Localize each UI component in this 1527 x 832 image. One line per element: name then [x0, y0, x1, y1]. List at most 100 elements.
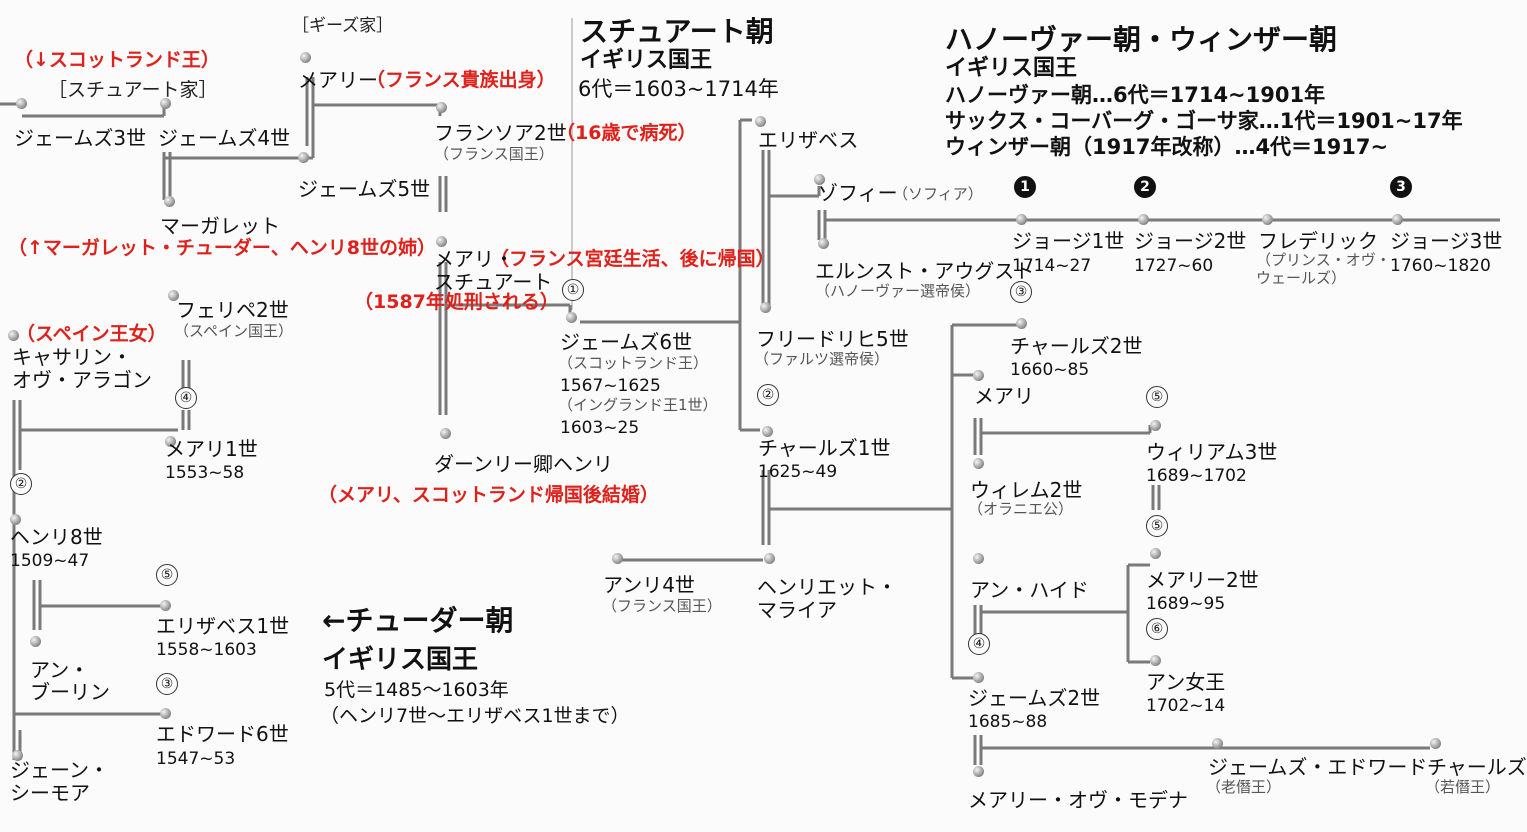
marker-5-elizabeth1: ⑤ [156, 564, 178, 586]
person-james2: ジェームズ2世 [968, 686, 1101, 710]
marker-2-charles1: ② [757, 384, 779, 406]
person-george1-years: 1714~27 [1012, 256, 1092, 276]
person-elizabeth1: エリザベス1世 [156, 614, 290, 638]
node-catherine [8, 330, 19, 341]
note-scot-king: （↓スコットランド王） [14, 49, 220, 71]
person-frederick-w-title1: （プリンス・オヴ・ [1256, 251, 1391, 269]
person-charles2: チャールズ2世 [1010, 334, 1143, 358]
person-henry4-title: （フランス国王） [602, 597, 722, 615]
node-margaret [164, 196, 175, 207]
marker-2-henry8: ② [10, 473, 32, 495]
hanover-dynasty-sub: イギリス国王 [945, 56, 1078, 81]
person-darnley: ダーンリー卿ヘンリ [434, 452, 613, 476]
person-anne-hyde: アン・ハイド [970, 578, 1089, 602]
person-willem2: ウィレム2世 [970, 478, 1083, 502]
stuart-dynasty-title: スチュアート朝 [580, 15, 774, 48]
note-marriage: （メアリ、スコットランド帰国後結婚） [318, 484, 659, 506]
marker-black-3: 3 [1390, 176, 1412, 198]
person-mary-o: メアリ [974, 384, 1034, 408]
hanover-dynasty-title: ハノーヴァー朝・ウィンザー朝 [945, 23, 1338, 56]
hanover-line-1: ハノーヴァー朝…6代＝1714~1901年 [945, 83, 1326, 107]
marker-3-edward6: ③ [156, 673, 178, 695]
person-george2: ジョージ2世 [1134, 229, 1247, 253]
person-james6-title2: （イングランド王1世） [558, 396, 718, 414]
person-philip2: フェリペ2世 [176, 298, 289, 322]
node-anne-hyde [973, 553, 984, 564]
node-james2 [973, 672, 984, 683]
person-anne-boleyn-1: アン・ [30, 658, 90, 682]
marker-6-queen-anne: ⑥ [1146, 618, 1168, 640]
person-george3-years: 1760~1820 [1390, 256, 1491, 276]
note-mary-stuart: （フランス宮廷生活、後に帰国） [490, 248, 775, 270]
tudor-dynasty-note: （ヘンリ7世～エリザベス1世まで） [320, 705, 630, 727]
tudor-dynasty-sub: イギリス国王 [322, 645, 479, 675]
node-elizabeth-s [755, 116, 766, 127]
person-elizabeth1-years: 1558~1603 [156, 640, 257, 660]
person-anne-boleyn-2: ブーリン [30, 680, 110, 704]
person-william3: ウィリアム3世 [1146, 440, 1278, 464]
node-james6 [566, 312, 577, 323]
node-william3 [1150, 420, 1161, 431]
node-james3 [16, 98, 27, 109]
person-james6: ジェームズ6世 [560, 330, 693, 354]
person-henry8: ヘンリ8世 [10, 525, 103, 549]
person-james-edward-title: （老僭王） [1206, 778, 1282, 796]
person-james5: ジェームズ5世 [298, 177, 431, 201]
person-james6-years1: 1567~1625 [560, 376, 661, 396]
note-spain: （スペイン王女） [16, 323, 167, 345]
hanover-line-3: ウィンザー朝（1917年改称）…4代＝1917~ [945, 135, 1389, 159]
marker-4-mary1: ④ [175, 387, 197, 409]
node-willem2 [973, 458, 984, 469]
marker-black-1: 1 [1014, 176, 1036, 198]
person-elizabeth-s: エリザベス [758, 128, 859, 152]
marker-1: ① [562, 279, 584, 301]
person-charles1: チャールズ1世 [758, 436, 891, 460]
person-mary-modena: メアリー・オヴ・モデナ [968, 788, 1188, 812]
person-mary-stuart-1: メアリ・ [434, 247, 514, 271]
person-sophia: ゾフィー [818, 181, 898, 205]
person-william3-years: 1689~1702 [1146, 466, 1247, 486]
person-edward6: エドワード6世 [156, 722, 289, 746]
person-henrietta-2: マライア [757, 598, 837, 622]
node-george1 [1016, 214, 1027, 225]
node-george3 [1392, 214, 1403, 225]
node-frederick5 [760, 302, 771, 313]
person-mary1-years: 1553~58 [165, 463, 245, 483]
stuart-dynasty-info: 6代＝1603~1714年 [578, 77, 779, 101]
person-frederick5: フリードリヒ5世 [756, 327, 909, 351]
node-mary-stuart [436, 236, 447, 247]
node-francis2 [436, 102, 447, 113]
node-charles1 [762, 426, 773, 437]
tudor-dynasty-title: ←チューダー朝 [322, 604, 514, 637]
person-henry4: アンリ4世 [603, 573, 695, 597]
tudor-dynasty-info: 5代＝1485～1603年 [324, 679, 509, 701]
node-henrietta [764, 553, 775, 564]
marker-black-2: 2 [1134, 176, 1156, 198]
person-mary-guise: メアリー [298, 68, 378, 92]
person-jane-seymour-1: ジェーン・ [10, 758, 109, 782]
person-charles-young: チャールズ [1427, 755, 1527, 779]
marker-5-william3: ⑤ [1146, 386, 1168, 408]
marker-4-james2: ④ [968, 633, 990, 655]
marker-3-charles2: ③ [1010, 281, 1032, 303]
person-frederick-w: フレデリック [1258, 229, 1378, 253]
person-george3: ジョージ3世 [1390, 229, 1503, 253]
person-catherine-2: オヴ・アラゴン [12, 368, 152, 392]
person-philip2-title: （スペイン国王） [174, 322, 293, 340]
person-mary2: メアリー2世 [1146, 568, 1259, 592]
person-francis2: フランソア2世 [434, 121, 567, 145]
node-edward6 [160, 708, 171, 719]
note-mary-guise: （フランス貴族出身） [366, 69, 556, 91]
node-darnley [440, 428, 451, 439]
node-frederick-w [1262, 214, 1273, 225]
person-jane-seymour-2: シーモア [10, 781, 90, 805]
node-anne-boleyn [30, 636, 41, 647]
person-catherine-1: キャサリン・ [12, 345, 132, 369]
node-james4 [160, 98, 171, 109]
person-george1: ジョージ1世 [1012, 229, 1125, 253]
person-charles2-years: 1660~85 [1010, 360, 1090, 380]
person-edward6-years: 1547~53 [156, 749, 236, 769]
node-ernst [818, 238, 829, 249]
